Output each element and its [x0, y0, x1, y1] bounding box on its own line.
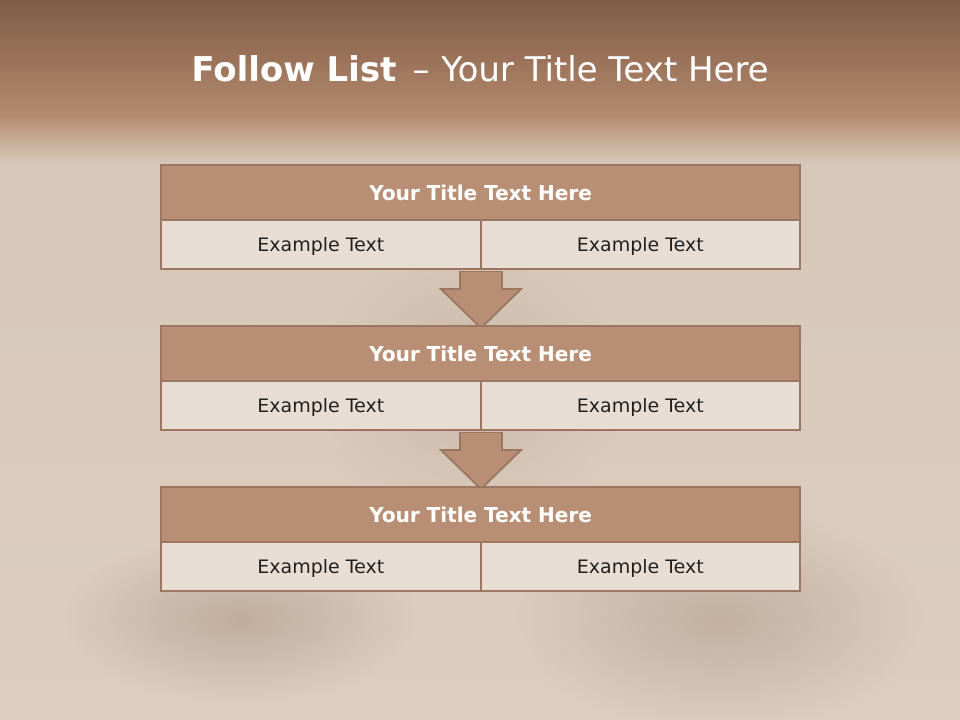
down-arrow-icon: [439, 271, 523, 329]
block-cell-right: Example Text: [479, 221, 799, 268]
block-cell-left: Example Text: [162, 221, 480, 268]
block-cell-right: Example Text: [479, 382, 799, 429]
block-row: Example Text Example Text: [160, 221, 801, 270]
list-block-2: Your Title Text Here Example Text Exampl…: [160, 325, 801, 431]
block-title: Your Title Text Here: [160, 164, 801, 221]
block-cell-right: Example Text: [479, 543, 799, 590]
block-cell-left: Example Text: [162, 382, 480, 429]
slide-title-rest: Your Title Text Here: [441, 50, 769, 90]
slide-title-separator: –: [412, 50, 430, 90]
block-title: Your Title Text Here: [160, 486, 801, 543]
list-block-1: Your Title Text Here Example Text Exampl…: [160, 164, 801, 270]
slide-title-bold: Follow List: [191, 50, 397, 90]
header-band: [0, 0, 960, 165]
block-row: Example Text Example Text: [160, 543, 801, 592]
block-row: Example Text Example Text: [160, 382, 801, 431]
slide-title: Follow List–Your Title Text Here: [0, 50, 960, 90]
block-cell-left: Example Text: [162, 543, 480, 590]
list-block-3: Your Title Text Here Example Text Exampl…: [160, 486, 801, 592]
down-arrow-icon: [439, 432, 523, 490]
block-title: Your Title Text Here: [160, 325, 801, 382]
